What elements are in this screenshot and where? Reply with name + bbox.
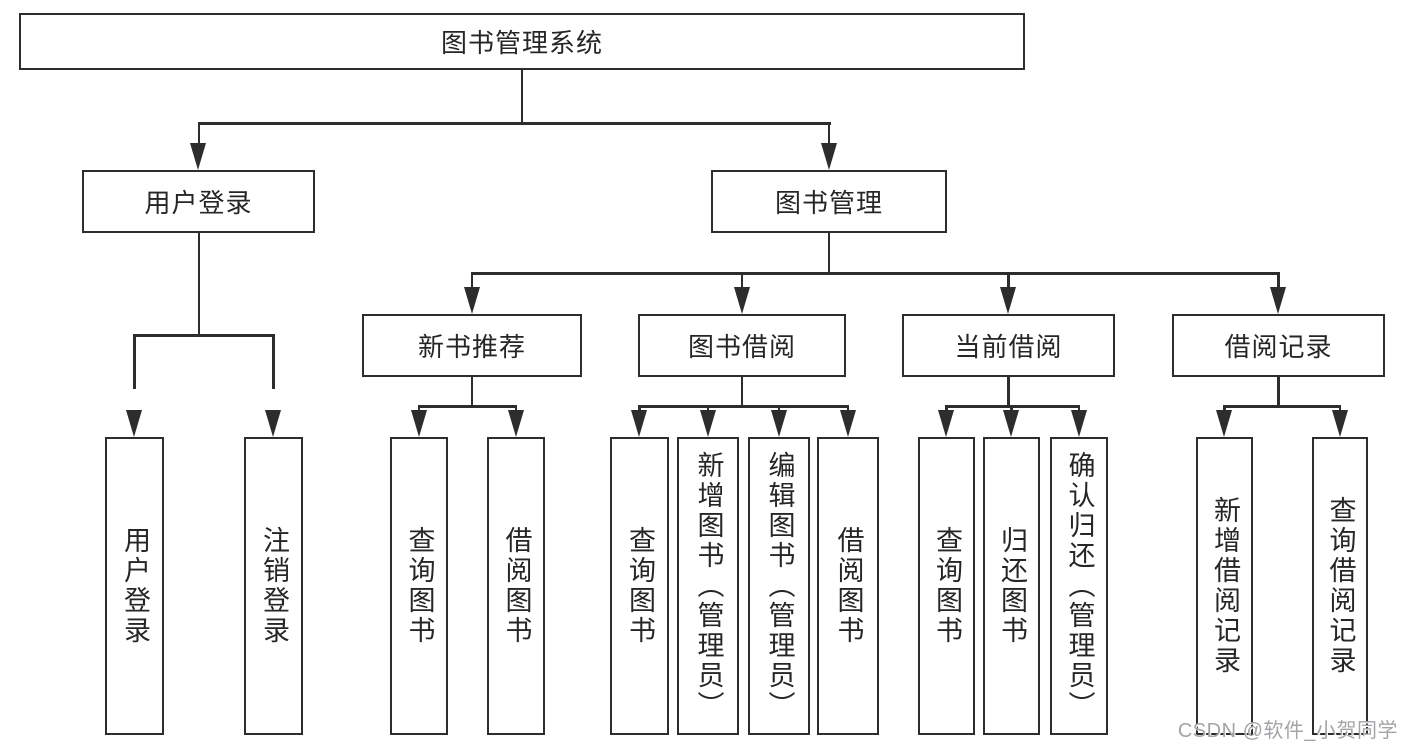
node-current-borrow: 当前借阅 bbox=[902, 314, 1115, 377]
leaf-return-book-label: 归还图书 bbox=[997, 526, 1027, 646]
node-user-login-label: 用户登录 bbox=[144, 188, 253, 218]
arrowhead-down-icon bbox=[410, 410, 427, 437]
connector-line bbox=[946, 405, 1079, 408]
node-current-borrow-label: 当前借阅 bbox=[954, 332, 1063, 362]
connector-line bbox=[639, 405, 848, 408]
connector-line bbox=[827, 233, 831, 274]
arrowhead-down-icon bbox=[126, 410, 142, 437]
leaf-query-books-recommend-label: 查询图书 bbox=[404, 526, 435, 646]
leaf-add-book-admin-label: 新增图书（管理员） bbox=[693, 451, 724, 721]
connector-line bbox=[470, 272, 474, 290]
arrowhead-down-icon bbox=[839, 410, 856, 437]
arrowhead-down-icon bbox=[507, 410, 524, 437]
connector-line bbox=[1277, 272, 1280, 290]
node-borrow-records: 借阅记录 bbox=[1172, 314, 1385, 377]
leaf-add-borrow-record-label: 新增借阅记录 bbox=[1210, 496, 1240, 676]
leaf-borrow-books: 借阅图书 bbox=[817, 437, 879, 735]
leaf-user-login-label: 用户登录 bbox=[120, 526, 150, 646]
node-library-system: 图书管理系统 bbox=[19, 13, 1025, 70]
arrowhead-down-icon bbox=[463, 287, 480, 314]
leaf-query-books-borrow-label: 查询图书 bbox=[625, 526, 655, 646]
arrowhead-down-icon bbox=[631, 410, 647, 437]
connector-line bbox=[272, 334, 275, 389]
arrowhead-down-icon bbox=[1000, 287, 1016, 314]
connector-line bbox=[470, 377, 474, 407]
connector-line bbox=[133, 334, 136, 389]
connector-line bbox=[197, 122, 831, 125]
node-book-borrow: 图书借阅 bbox=[638, 314, 846, 377]
arrowhead-down-icon bbox=[820, 143, 837, 170]
leaf-borrow-books-recommend: 借阅图书 bbox=[487, 437, 545, 735]
node-book-borrow-label: 图书借阅 bbox=[687, 332, 796, 362]
node-borrow-records-label: 借阅记录 bbox=[1224, 332, 1333, 362]
arrowhead-down-icon bbox=[1003, 410, 1019, 437]
arrowhead-down-icon bbox=[1070, 410, 1087, 437]
connector-line bbox=[1277, 377, 1280, 407]
leaf-logout-label: 注销登录 bbox=[259, 526, 289, 646]
leaf-query-books-recommend: 查询图书 bbox=[390, 437, 448, 735]
leaf-add-book-admin: 新增图书（管理员） bbox=[677, 437, 739, 735]
node-book-management: 图书管理 bbox=[711, 170, 947, 233]
arrowhead-down-icon bbox=[1216, 410, 1232, 437]
connector-line bbox=[197, 233, 200, 336]
connector-line bbox=[419, 405, 516, 408]
leaf-add-borrow-record: 新增借阅记录 bbox=[1196, 437, 1253, 735]
arrowhead-down-icon bbox=[699, 410, 716, 437]
leaf-borrow-books-recommend-label: 借阅图书 bbox=[501, 526, 532, 646]
leaf-query-borrow-record: 查询借阅记录 bbox=[1312, 437, 1368, 735]
arrowhead-down-icon bbox=[938, 410, 954, 437]
leaf-return-book: 归还图书 bbox=[983, 437, 1040, 735]
arrowhead-down-icon bbox=[1331, 410, 1348, 437]
node-new-book-recommend-label: 新书推荐 bbox=[417, 332, 526, 362]
node-new-book-recommend: 新书推荐 bbox=[362, 314, 582, 377]
leaf-edit-book-admin: 编辑图书（管理员） bbox=[748, 437, 810, 735]
node-user-login: 用户登录 bbox=[82, 170, 315, 233]
connector-line bbox=[1007, 272, 1010, 290]
connector-line bbox=[1224, 405, 1340, 408]
leaf-query-borrow-record-label: 查询借阅记录 bbox=[1325, 496, 1356, 676]
connector-line bbox=[827, 122, 831, 148]
connector-line bbox=[133, 334, 275, 337]
leaf-confirm-return-admin-label: 确认归还（管理员） bbox=[1064, 451, 1095, 721]
connector-line bbox=[520, 70, 524, 123]
leaf-edit-book-admin-label: 编辑图书（管理员） bbox=[764, 451, 795, 721]
leaf-user-login: 用户登录 bbox=[105, 437, 164, 735]
node-library-system-label: 图书管理系统 bbox=[440, 28, 603, 58]
leaf-confirm-return-admin: 确认归还（管理员） bbox=[1050, 437, 1108, 735]
leaf-query-books-borrow: 查询图书 bbox=[610, 437, 669, 735]
connector-line bbox=[197, 122, 200, 148]
csdn-watermark: CSDN @软件_小贺同学 bbox=[1177, 720, 1398, 742]
leaf-logout: 注销登录 bbox=[244, 437, 303, 735]
connector-line bbox=[471, 272, 1280, 275]
arrowhead-down-icon bbox=[770, 410, 787, 437]
arrowhead-down-icon bbox=[1270, 287, 1286, 314]
arrowhead-down-icon bbox=[733, 287, 750, 314]
connector-line bbox=[740, 377, 744, 407]
leaf-borrow-books-label: 借阅图书 bbox=[833, 526, 864, 646]
leaf-query-books-current-label: 查询图书 bbox=[932, 526, 962, 646]
arrowhead-down-icon bbox=[265, 410, 281, 437]
leaf-query-books-current: 查询图书 bbox=[918, 437, 975, 735]
arrowhead-down-icon bbox=[190, 143, 206, 170]
node-book-management-label: 图书管理 bbox=[774, 188, 883, 218]
connector-line bbox=[1007, 377, 1010, 407]
connector-line bbox=[740, 272, 744, 290]
